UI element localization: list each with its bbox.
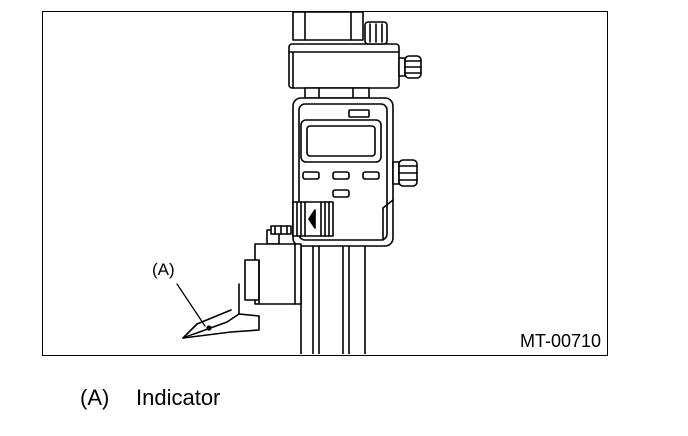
- slider-neck: [304, 87, 370, 99]
- holder-screw: [266, 225, 292, 245]
- legend-row: (A) Indicator: [80, 387, 220, 409]
- callout-label-a: (A): [152, 260, 175, 279]
- display-button-1: [302, 171, 320, 180]
- callout-leader-line: [176, 283, 206, 327]
- indicator-tip: [182, 283, 260, 339]
- display-button-3: [362, 171, 380, 180]
- legend-key: (A): [80, 385, 110, 410]
- display-button-4: [332, 189, 350, 198]
- lcd-screen: [300, 119, 382, 163]
- gauge-column: [292, 12, 366, 354]
- indicator-holder: [244, 243, 302, 305]
- thumb-wheel: [292, 201, 334, 237]
- top-clamp-block: [288, 21, 422, 89]
- height-gauge-illustration: [176, 12, 422, 354]
- display-button-2: [332, 171, 350, 180]
- figure-code: MT-00710: [519, 331, 601, 351]
- legend-text: Indicator: [136, 385, 221, 410]
- digital-display-head: [292, 97, 418, 247]
- figure-frame: (A) MT-00710: [42, 11, 608, 356]
